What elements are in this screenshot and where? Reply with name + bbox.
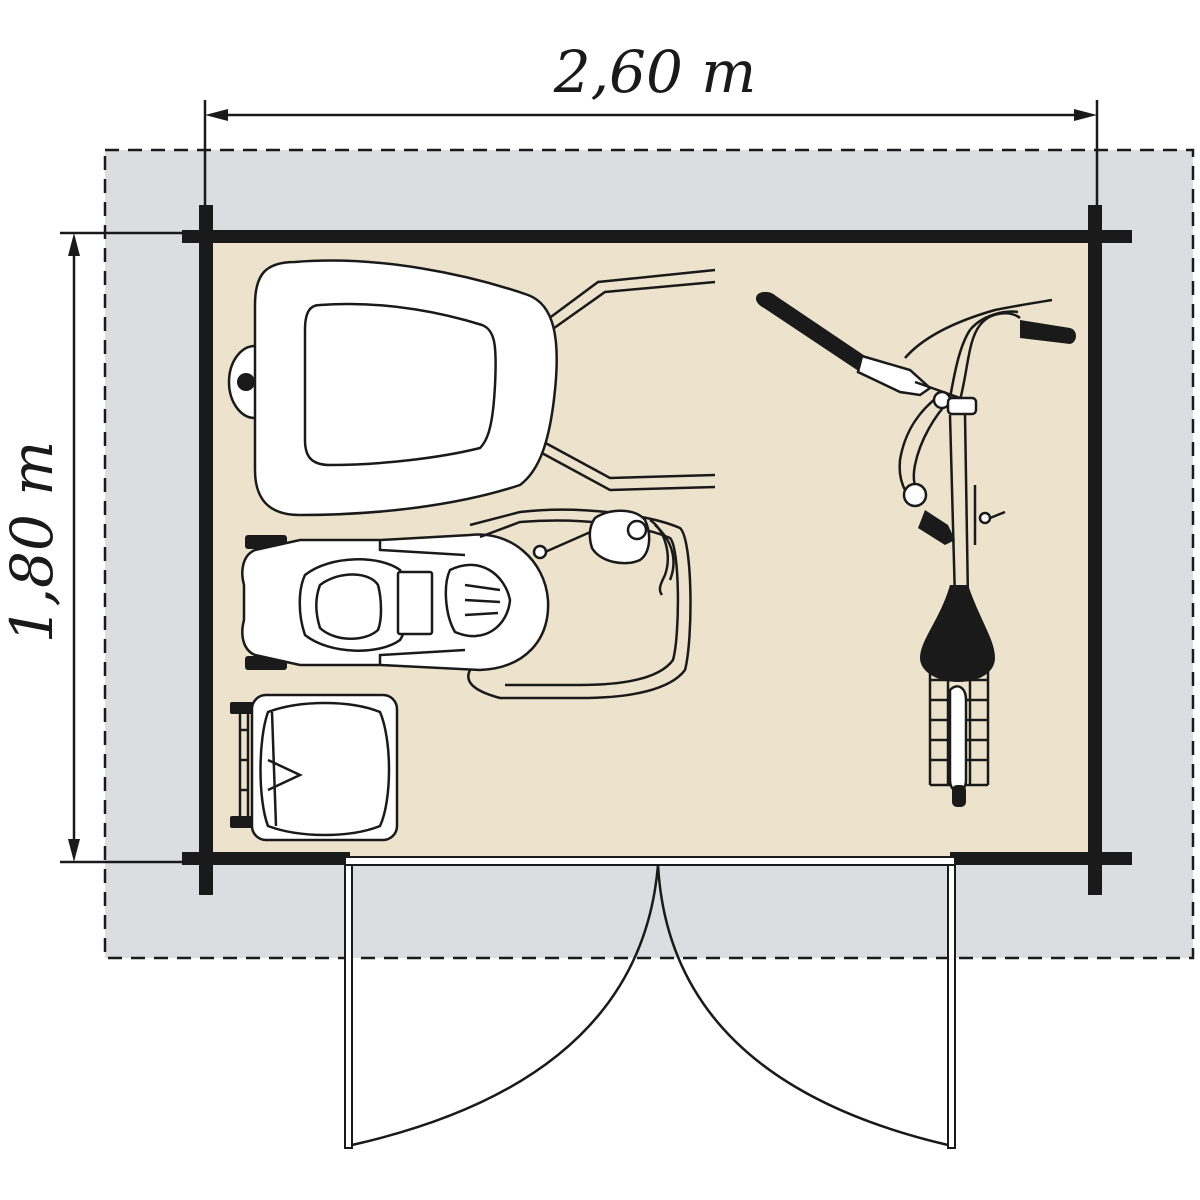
depth-dimension xyxy=(60,231,200,864)
depth-label: 1,80 m xyxy=(0,441,66,644)
lawn-mower-icon xyxy=(230,693,399,842)
width-label: 2,60 m xyxy=(553,38,757,106)
shed-walls xyxy=(182,205,1132,895)
bicycle-icon xyxy=(756,291,1076,807)
riding-mower-icon xyxy=(241,508,692,700)
width-dimension xyxy=(203,100,1099,230)
wheelbarrow-icon xyxy=(227,259,716,517)
double-door-icon xyxy=(344,856,956,1149)
